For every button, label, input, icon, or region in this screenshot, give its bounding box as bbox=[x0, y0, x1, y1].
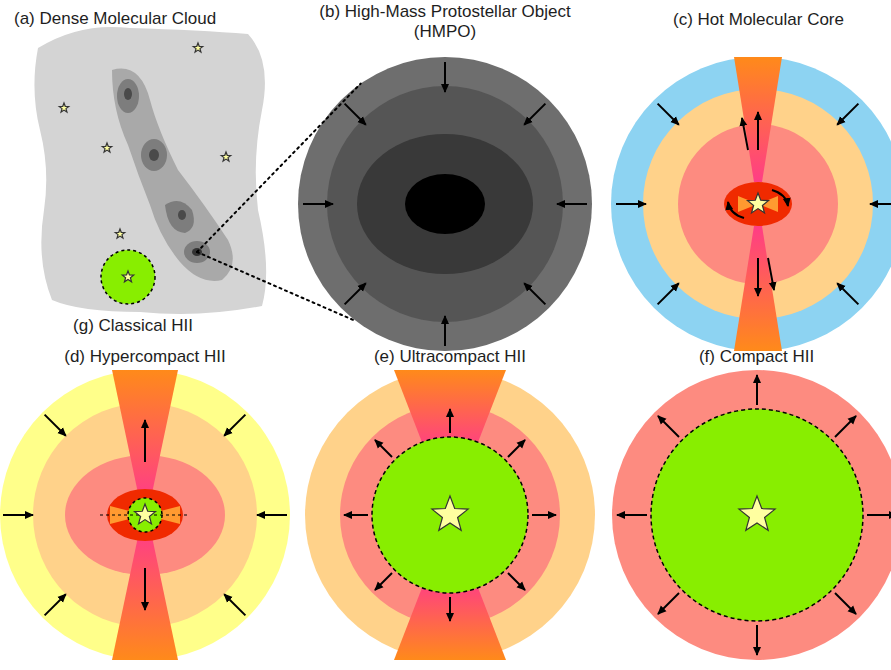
star bbox=[739, 496, 775, 530]
star bbox=[432, 496, 468, 530]
figure-polygon bbox=[112, 532, 178, 660]
hmpo-panel: (b) High-Mass Protostellar Object (HMPO) bbox=[290, 0, 600, 355]
zoom-line bbox=[197, 84, 361, 252]
figure-circle bbox=[651, 409, 863, 621]
figure-circle bbox=[101, 250, 155, 304]
molecular-cloud bbox=[34, 27, 266, 314]
figure-g bbox=[344, 409, 556, 621]
panel-heading: (b) High-Mass Protostellar Object (HMPO) bbox=[302, 2, 588, 42]
cloud-panel: (a) Dense Molecular Cloud (g) Classical H… bbox=[8, 5, 280, 340]
hmpo-figure bbox=[298, 57, 592, 351]
figure-line bbox=[768, 258, 774, 290]
figure-ellipse bbox=[149, 149, 159, 161]
figure-path bbox=[34, 27, 266, 314]
figure-g bbox=[728, 190, 788, 218]
figure-line bbox=[835, 416, 856, 437]
figure-circle bbox=[305, 370, 595, 660]
figure-use bbox=[3, 415, 287, 616]
figure-g bbox=[742, 112, 774, 296]
figure-path bbox=[165, 201, 194, 233]
figure-line bbox=[344, 514, 368, 516]
figure-polygon bbox=[734, 226, 782, 351]
star bbox=[115, 229, 125, 238]
figure-polygon bbox=[734, 57, 782, 182]
figure-g bbox=[144, 420, 146, 610]
figure-ellipse bbox=[724, 182, 792, 226]
figure-line bbox=[617, 514, 647, 516]
panel-heading: (d) Hypercompact HII bbox=[0, 347, 290, 367]
figure-polygon bbox=[112, 370, 178, 498]
figure-use bbox=[616, 104, 891, 305]
figure-path bbox=[112, 69, 233, 281]
figure-circle bbox=[611, 57, 891, 351]
figure-line bbox=[757, 258, 759, 296]
figure-ellipse bbox=[405, 174, 485, 234]
figure-line bbox=[144, 568, 146, 610]
figure-ellipse bbox=[117, 79, 139, 113]
panel-heading: (g) Classical HII bbox=[38, 316, 228, 336]
ultracompact-figure bbox=[305, 370, 595, 660]
figure-path bbox=[728, 202, 744, 218]
figure-path bbox=[772, 190, 788, 206]
figure-ellipse bbox=[178, 210, 186, 220]
star bbox=[193, 43, 203, 52]
figure-line bbox=[756, 625, 758, 655]
figure-circle bbox=[340, 405, 560, 625]
panel-heading: (c) Hot Molecular Core bbox=[610, 10, 891, 30]
figure-line bbox=[835, 593, 856, 614]
star bbox=[135, 504, 156, 524]
figure-g bbox=[617, 375, 891, 655]
figure-line bbox=[508, 440, 525, 457]
figure-ellipse bbox=[124, 88, 132, 100]
figure-use bbox=[303, 104, 587, 305]
star bbox=[102, 143, 112, 152]
figure-line bbox=[144, 420, 146, 462]
figure-line bbox=[449, 597, 451, 621]
figure-circle bbox=[33, 403, 257, 627]
panel-heading: (a) Dense Molecular Cloud bbox=[8, 9, 280, 29]
star bbox=[122, 271, 133, 282]
star bbox=[221, 152, 231, 161]
figure-circle bbox=[298, 57, 592, 351]
compact-figure bbox=[612, 370, 891, 660]
figure-line bbox=[375, 440, 392, 457]
hypercompact-figure bbox=[0, 370, 290, 660]
figure-circle bbox=[0, 370, 290, 660]
figure-line bbox=[532, 514, 556, 516]
figure-line bbox=[449, 409, 451, 433]
hot-core-figure bbox=[611, 57, 891, 351]
panel-heading: (e) Ultracompact HII bbox=[305, 347, 595, 367]
star bbox=[59, 103, 69, 112]
figure-ellipse bbox=[141, 139, 167, 171]
figure-ellipse bbox=[357, 134, 533, 274]
ultracompact-panel: (e) Ultracompact HII bbox=[305, 345, 595, 670]
figure-line bbox=[757, 112, 759, 150]
classical-hii-region: (g) Classical HII bbox=[38, 248, 228, 340]
figure-line bbox=[375, 573, 392, 590]
hot-core-panel: (c) Hot Molecular Core bbox=[610, 0, 891, 355]
hypercompact-panel: (d) Hypercompact HII bbox=[0, 345, 290, 670]
figure-circle bbox=[612, 370, 891, 660]
figure-line bbox=[867, 514, 891, 516]
figure-line bbox=[756, 375, 758, 405]
figure-line bbox=[508, 573, 525, 590]
figure-use bbox=[445, 62, 446, 346]
figure-line bbox=[658, 416, 679, 437]
star bbox=[748, 193, 769, 213]
compact-panel: (f) Compact HII bbox=[612, 345, 891, 670]
zoom-line bbox=[197, 252, 357, 321]
figure-line bbox=[658, 593, 679, 614]
figure-circle bbox=[372, 437, 528, 593]
panel-heading: (f) Compact HII bbox=[612, 347, 891, 367]
figure-line bbox=[742, 118, 748, 150]
